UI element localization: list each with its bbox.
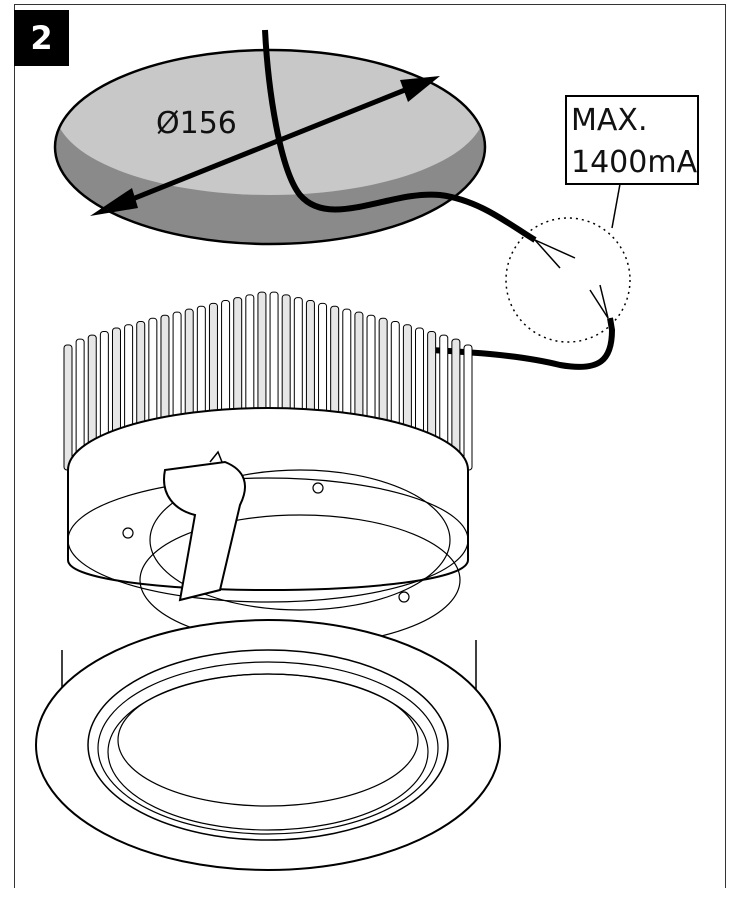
callout-leader [611,183,621,229]
ceiling-cable [262,29,537,243]
cutout-outline [53,48,487,246]
callout-line-1: MAX. [571,103,648,138]
screw-hole-top [312,482,324,494]
inner-body-ring [149,469,451,611]
wire-left-2 [534,239,561,269]
wire-right-1 [589,289,609,319]
trim-inner-edge [87,649,449,841]
lamp-body [67,407,469,646]
frame-border-right [725,4,726,888]
diameter-label: Ø156 [156,106,237,141]
spring-clip [163,460,246,602]
frame-border-top [14,4,726,5]
ceiling-cutout [53,48,487,246]
screw-hole-left [122,527,134,539]
cutout-opening [55,50,485,195]
connection-detail-circle [505,217,631,343]
trim-ring [35,619,501,871]
step-number-badge: 2 [14,10,69,66]
screw-hole-right [398,591,410,603]
reflector-ring-1 [97,661,439,835]
callout-box [565,95,699,185]
arrowhead-right [400,76,440,102]
callout-line-2: 1400mA [571,145,698,180]
current-callout: MAX. 1400mA [565,95,699,229]
spring-clip-tab [209,450,223,463]
lens-ring [117,673,419,807]
step-number: 2 [30,19,53,57]
heatsink-fin [63,344,73,471]
dimension-line [104,77,431,213]
mounting-body [67,470,469,591]
body-ring-line [67,477,469,603]
diameter-arrow [90,76,440,216]
heatsink-fin [463,344,473,471]
wire-right-2 [599,284,609,319]
frame-border-left [14,4,15,888]
wire-left-1 [534,239,576,259]
arrowhead-left [90,188,138,216]
